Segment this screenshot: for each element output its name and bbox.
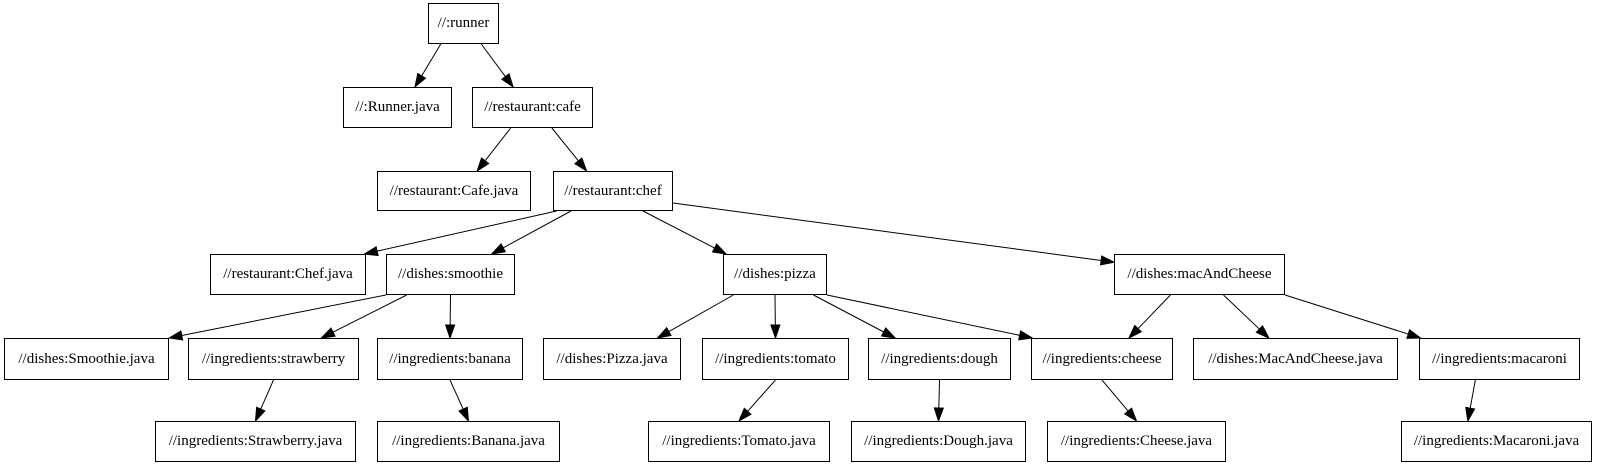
edge-arrowhead-icon <box>656 326 672 339</box>
edge-arrowhead-icon <box>1123 407 1138 423</box>
edge-arrowhead-icon <box>1406 328 1423 339</box>
graph-edge-tomato-tomato_java <box>737 379 776 423</box>
graph-node-smoothie: //dishes:smoothie <box>386 254 515 295</box>
graph-edge-macandcheese-macaroni <box>1284 294 1423 339</box>
edge-line <box>745 379 776 414</box>
graph-edge-chef-chef_java <box>362 210 557 257</box>
graph-edge-pizza-pizza_java <box>656 294 734 339</box>
edge-arrowhead-icon <box>362 245 379 257</box>
edge-line <box>813 294 886 334</box>
graph-node-banana: //ingredients:banana <box>377 338 523 380</box>
edge-arrowhead-icon <box>1099 255 1116 266</box>
graph-node-chef_java: //restaurant:Chef.java <box>210 254 366 295</box>
graph-node-runner: //:runner <box>428 3 499 44</box>
graph-node-pizza: //dishes:pizza <box>723 254 827 295</box>
edge-arrowhead-icon <box>770 324 781 340</box>
graph-node-cafe: //restaurant:cafe <box>472 87 593 128</box>
edge-line <box>826 294 1022 337</box>
graph-edge-macandcheese-cheese <box>1127 294 1171 340</box>
edge-line <box>259 379 274 412</box>
edge-arrowhead-icon <box>490 242 507 255</box>
edge-line <box>1136 294 1171 331</box>
edge-line <box>1469 379 1476 411</box>
graph-edge-macaroni-macaroni_java <box>1465 379 1476 423</box>
graph-edge-chef-pizza <box>642 210 728 255</box>
graph-node-smoothie_java: //dishes:Smoothie.java <box>4 338 169 380</box>
edge-line <box>1101 379 1130 413</box>
edge-line <box>938 379 940 411</box>
graph-node-chef: //restaurant:chef <box>553 171 673 211</box>
edge-line <box>449 379 465 412</box>
graph-edge-runner-cafe <box>480 43 515 89</box>
edge-line <box>330 294 407 334</box>
edge-arrowhead-icon <box>500 73 515 89</box>
edge-arrowhead-icon <box>574 157 588 173</box>
edge-arrowhead-icon <box>320 327 336 339</box>
graph-edge-cheese-cheese_java <box>1101 379 1138 423</box>
graph-edge-chef-macandcheese <box>672 202 1116 266</box>
edge-line <box>1284 294 1411 336</box>
edge-line <box>672 202 1104 262</box>
graph-node-dough: //ingredients:dough <box>868 338 1011 380</box>
edge-line <box>551 127 581 163</box>
graph-edge-pizza-cheese <box>826 294 1034 341</box>
graph-node-tomato: //ingredients:tomato <box>702 338 849 380</box>
graph-edge-pizza-tomato <box>770 294 781 340</box>
edge-arrowhead-icon <box>476 157 490 173</box>
edge-line <box>501 210 572 250</box>
edge-arrowhead-icon <box>1127 324 1143 340</box>
edge-line <box>179 294 387 337</box>
edge-line <box>480 43 507 79</box>
edge-arrowhead-icon <box>1255 324 1270 340</box>
graph-edge-pizza-dough <box>813 294 897 339</box>
edge-line <box>642 210 717 250</box>
graph-node-strawberry_java: //ingredients:Strawberry.java <box>155 421 356 462</box>
edge-line <box>375 210 557 253</box>
edge-arrowhead-icon <box>254 406 266 423</box>
graph-edge-cafe-chef <box>551 127 588 173</box>
graph-node-banana_java: //ingredients:Banana.java <box>377 421 560 462</box>
edge-arrowhead-icon <box>933 407 945 423</box>
edge-arrowhead-icon <box>737 407 752 423</box>
graph-edge-banana-banana_java <box>449 379 470 423</box>
edge-arrowhead-icon <box>167 330 184 341</box>
edge-arrowhead-icon <box>880 327 897 339</box>
graph-node-runner_java: //:Runner.java <box>343 87 452 128</box>
edge-line <box>420 43 442 78</box>
graph-node-tomato_java: //ingredients:Tomato.java <box>648 421 830 462</box>
graph-node-macandcheese: //dishes:macAndCheese <box>1114 254 1285 295</box>
graph-edge-smoothie-banana <box>444 294 456 340</box>
graph-node-pizza_java: //dishes:Pizza.java <box>543 338 681 380</box>
edge-arrowhead-icon <box>1465 406 1476 423</box>
graph-edge-smoothie-strawberry <box>320 294 407 339</box>
edge-line <box>1223 294 1262 331</box>
graph-node-cheese: //ingredients:cheese <box>1031 338 1173 380</box>
edge-arrowhead-icon <box>1018 330 1034 341</box>
graph-node-cheese_java: //ingredients:Cheese.java <box>1047 421 1226 462</box>
graph-edge-chef-smoothie <box>490 210 572 255</box>
graph-node-macandcheese_java: //dishes:MacAndCheese.java <box>1193 338 1398 380</box>
graph-edge-smoothie-smoothie_java <box>167 294 387 341</box>
edge-line <box>483 127 512 163</box>
graph-edge-dough-dough_java <box>933 379 945 423</box>
graph-edge-macandcheese-macandcheese_java <box>1223 294 1270 340</box>
edge-arrowhead-icon <box>458 406 470 423</box>
edge-arrowhead-icon <box>414 72 427 89</box>
graph-node-strawberry: //ingredients:strawberry <box>188 338 359 380</box>
graph-edge-strawberry-strawberry_java <box>254 379 274 423</box>
edge-line <box>666 294 734 334</box>
graph-node-dough_java: //ingredients:Dough.java <box>851 421 1026 462</box>
graph-edge-runner-runner_java <box>414 43 442 89</box>
graph-node-macaroni: //ingredients:macaroni <box>1419 338 1580 380</box>
edge-arrowhead-icon <box>711 243 728 255</box>
graph-edge-cafe-cafe_java <box>476 127 512 173</box>
edge-arrowhead-icon <box>444 324 456 340</box>
graph-node-cafe_java: //restaurant:Cafe.java <box>377 171 531 211</box>
graph-node-macaroni_java: //ingredients:Macaroni.java <box>1401 421 1592 462</box>
